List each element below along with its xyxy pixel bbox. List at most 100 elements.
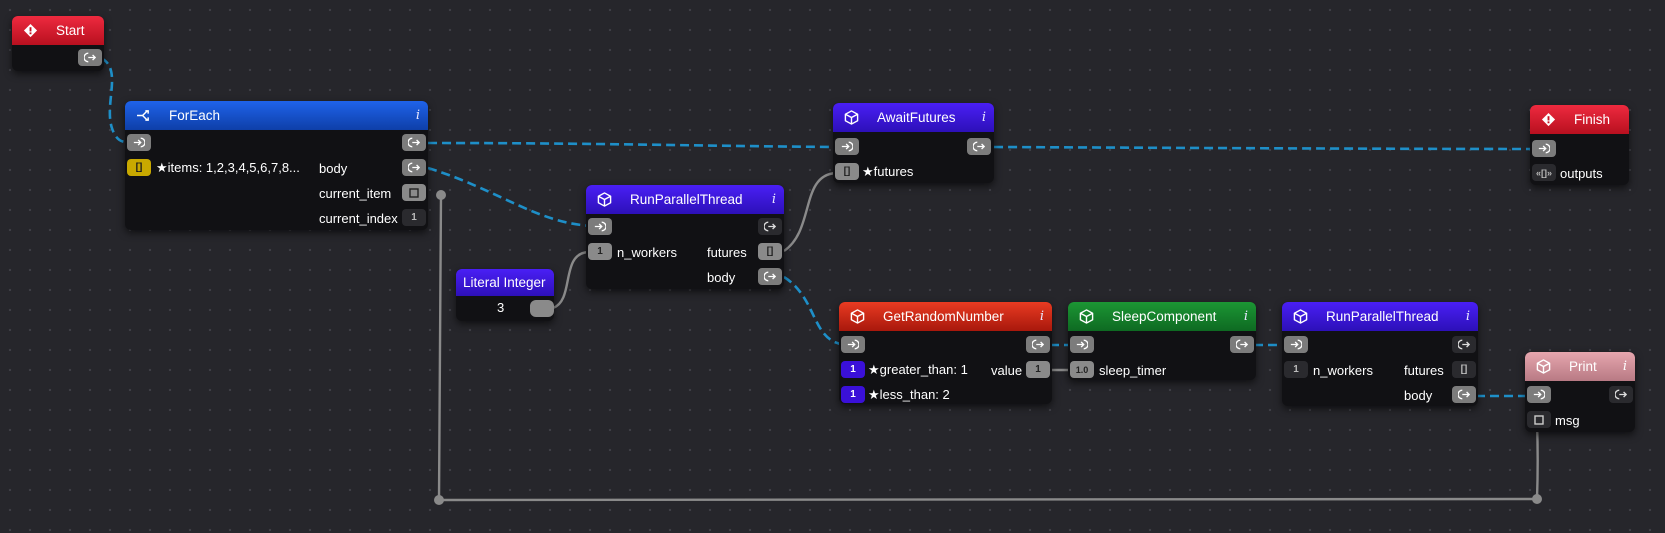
run-parallel-thread-header[interactable]: RunParallelThread i (586, 185, 784, 214)
futures-label: ★futures (862, 164, 914, 179)
outputs-label: outputs (1560, 165, 1603, 181)
current-index-pin[interactable]: 1 (402, 209, 426, 226)
outputs-in-pin[interactable]: «[]» (1532, 164, 1556, 181)
get-random-number-header[interactable]: GetRandomNumber i (839, 302, 1052, 331)
info-icon[interactable]: i (981, 110, 986, 125)
cube-icon (849, 309, 865, 325)
node-title: GetRandomNumber (883, 309, 1004, 324)
exec-out-pin[interactable] (758, 218, 782, 235)
cube-icon (596, 192, 612, 208)
current-item-pin[interactable] (402, 184, 426, 201)
exec-out-pin[interactable] (1026, 336, 1050, 353)
arrow-in-icon (594, 221, 606, 232)
info-icon[interactable]: i (771, 192, 776, 207)
less-than-pin[interactable]: 1 (841, 386, 865, 403)
cube-icon (1292, 309, 1308, 325)
sleep-timer-label: sleep_timer (1099, 362, 1167, 378)
exec-in-pin[interactable] (841, 336, 865, 353)
arrow-out-icon (1236, 339, 1248, 350)
run-parallel-thread-node-2[interactable]: RunParallelThread i 1 n_workers futures … (1282, 302, 1478, 406)
futures-out-pin[interactable]: [] (1452, 361, 1476, 378)
items-label: ★items: 1,2,3,4,5,6,7,8... (156, 160, 300, 175)
get-random-number-node[interactable]: GetRandomNumber i 1 ★greater_than: 1 val… (839, 302, 1052, 404)
msg-in-pin[interactable] (1527, 411, 1551, 428)
body-out-pin[interactable] (758, 268, 782, 285)
info-icon[interactable]: i (1622, 359, 1627, 374)
node-title: Start (56, 23, 85, 38)
body-out-pin[interactable] (402, 159, 426, 176)
node-title: Literal Integer (463, 275, 546, 290)
await-futures-node-header[interactable]: AwaitFutures i (833, 103, 994, 132)
reroute-dot-2[interactable] (434, 495, 444, 505)
futures-out-pin[interactable]: [] (758, 243, 782, 260)
exec-in-pin[interactable] (1284, 336, 1308, 353)
print-node[interactable]: Print i msg (1525, 352, 1635, 432)
msg-label: msg (1555, 412, 1580, 428)
exec-in-pin[interactable] (588, 218, 612, 235)
arrow-in-icon (1533, 389, 1545, 400)
reroute-dot-1[interactable] (436, 190, 446, 200)
exec-out-pin[interactable] (78, 49, 102, 66)
run-parallel-thread-header[interactable]: RunParallelThread i (1282, 302, 1478, 331)
futures-label: futures (707, 244, 747, 260)
info-icon[interactable]: i (1465, 309, 1470, 324)
node-title: AwaitFutures (877, 110, 956, 125)
arrow-out-icon (973, 141, 985, 152)
box-icon (1534, 414, 1544, 425)
foreach-node-header[interactable]: ForEach i (125, 101, 428, 130)
body-out-pin[interactable] (1452, 386, 1476, 403)
start-node-header[interactable]: Start (12, 16, 104, 45)
info-icon[interactable]: i (415, 108, 420, 123)
print-node-header[interactable]: Print i (1525, 352, 1635, 381)
n-workers-label: n_workers (617, 244, 677, 260)
arrow-in-icon (1538, 143, 1550, 154)
await-futures-node[interactable]: AwaitFutures i [] ★futures (833, 103, 994, 183)
items-pin[interactable]: [] (127, 159, 151, 176)
start-node[interactable]: Start (12, 16, 104, 71)
literal-out-pin[interactable] (530, 300, 554, 317)
greater-than-label: ★greater_than: 1 (868, 362, 968, 377)
greater-than-pin[interactable]: 1 (841, 361, 865, 378)
sleep-timer-in-pin[interactable]: 1.0 (1070, 361, 1094, 378)
literal-integer-header[interactable]: Literal Integer (456, 269, 554, 296)
futures-in-pin[interactable]: [] (835, 163, 859, 180)
exec-in-pin[interactable] (835, 138, 859, 155)
exec-edge-start-foreach (100, 56, 127, 144)
run-parallel-thread-node-1[interactable]: RunParallelThread i 1 n_workers futures … (586, 185, 784, 289)
exec-out-pin[interactable] (1452, 336, 1476, 353)
exec-in-pin[interactable] (127, 134, 151, 151)
value-out-pin[interactable]: 1 (1026, 361, 1050, 378)
literal-value[interactable]: 3 (497, 300, 505, 315)
arrow-in-icon (1290, 339, 1302, 350)
box-icon (409, 187, 419, 198)
exec-in-pin[interactable] (1070, 336, 1094, 353)
info-icon[interactable]: i (1243, 309, 1248, 324)
arrow-out-icon (1458, 339, 1470, 350)
arrow-out-icon (1458, 389, 1470, 400)
n-workers-in-pin[interactable]: 1 (1284, 361, 1308, 378)
exec-in-pin[interactable] (1527, 386, 1551, 403)
less-than-label: ★less_than: 2 (868, 387, 950, 402)
reroute-dot-3[interactable] (1532, 494, 1542, 504)
diamond-event-icon (22, 23, 38, 39)
exec-out-pin[interactable] (1230, 336, 1254, 353)
arrow-out-icon (764, 271, 776, 282)
exec-out-pin[interactable] (967, 138, 991, 155)
literal-integer-node[interactable]: Literal Integer 3 (456, 269, 554, 321)
sleep-component-node[interactable]: SleepComponent i 1.0 sleep_timer (1068, 302, 1256, 380)
n-workers-in-pin[interactable]: 1 (588, 243, 612, 260)
exec-in-pin[interactable] (1532, 140, 1556, 157)
exec-out-pin[interactable] (1609, 386, 1633, 403)
arrow-out-icon (408, 137, 420, 148)
arrow-in-icon (841, 141, 853, 152)
sleep-component-header[interactable]: SleepComponent i (1068, 302, 1256, 331)
body-label: body (707, 269, 736, 285)
finish-node-header[interactable]: Finish (1530, 105, 1629, 134)
exec-edge-foreach-body-runparallel (427, 166, 599, 228)
exec-edge-await-finish (993, 145, 1534, 151)
finish-node[interactable]: Finish «[]» outputs (1530, 105, 1629, 185)
foreach-node[interactable]: ForEach i [] ★items: 1,2,3,4,5,6,7,8... … (125, 101, 428, 230)
info-icon[interactable]: i (1039, 309, 1044, 324)
exec-out-pin[interactable] (402, 134, 426, 151)
